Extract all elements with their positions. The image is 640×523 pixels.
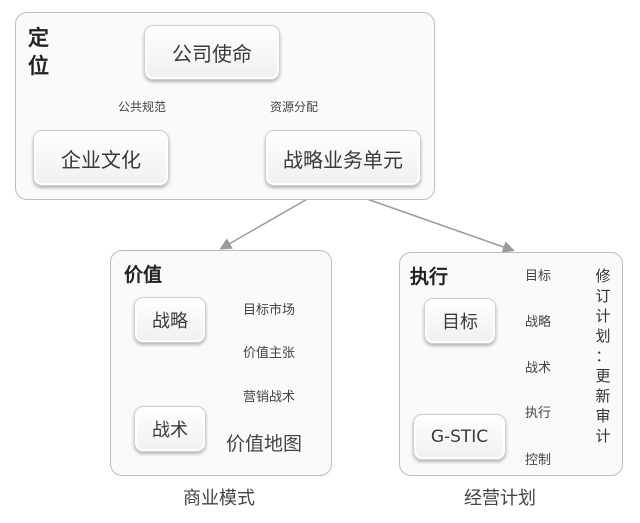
value-step-3: 营销战术 — [243, 390, 296, 405]
revise-char: 划 — [595, 327, 611, 345]
value-title: 价值 — [124, 264, 163, 286]
value-step-2: 价值主张 — [243, 346, 296, 361]
exec-step-1: 目标 — [525, 269, 552, 284]
edge-label-norms: 公共规范 — [118, 100, 167, 114]
sbu-box: 战略业务单元 — [265, 130, 421, 186]
revise-char: 计 — [595, 307, 611, 325]
value-tactics-box: 战术 — [134, 406, 206, 452]
execution-goal-box: 目标 — [424, 298, 496, 344]
mission-box: 公司使命 — [144, 25, 280, 80]
revise-char: 计 — [595, 427, 611, 445]
execution-title: 执行 — [410, 266, 449, 288]
execution-gstic-box: G-STIC — [413, 414, 506, 460]
edge-label-resources: 资源分配 — [270, 100, 319, 114]
value-step-1: 目标市场 — [243, 303, 296, 318]
positioning-title-1: 定 — [28, 26, 49, 50]
revise-char: 审 — [595, 407, 611, 425]
execution-caption: 经营计划 — [464, 488, 536, 509]
revise-char: 新 — [595, 387, 611, 405]
exec-step-3: 战术 — [525, 361, 552, 376]
exec-step-2: 战略 — [525, 315, 552, 330]
revise-char: 订 — [595, 287, 611, 305]
exec-step-4: 执行 — [525, 406, 552, 421]
revise-char: 更 — [595, 367, 611, 385]
value-strategy-box: 战略 — [134, 297, 206, 343]
value-map-label: 价值地图 — [226, 433, 303, 455]
culture-box: 企业文化 — [33, 130, 169, 186]
revise-char: 修 — [595, 267, 611, 285]
revise-char: ： — [595, 347, 611, 365]
value-caption: 商业模式 — [183, 488, 255, 509]
revise-plan-vertical: 修 订 计 划 ： 更 新 审 计 — [594, 266, 614, 446]
positioning-title-2: 位 — [28, 54, 49, 78]
exec-step-5: 控制 — [525, 453, 552, 468]
